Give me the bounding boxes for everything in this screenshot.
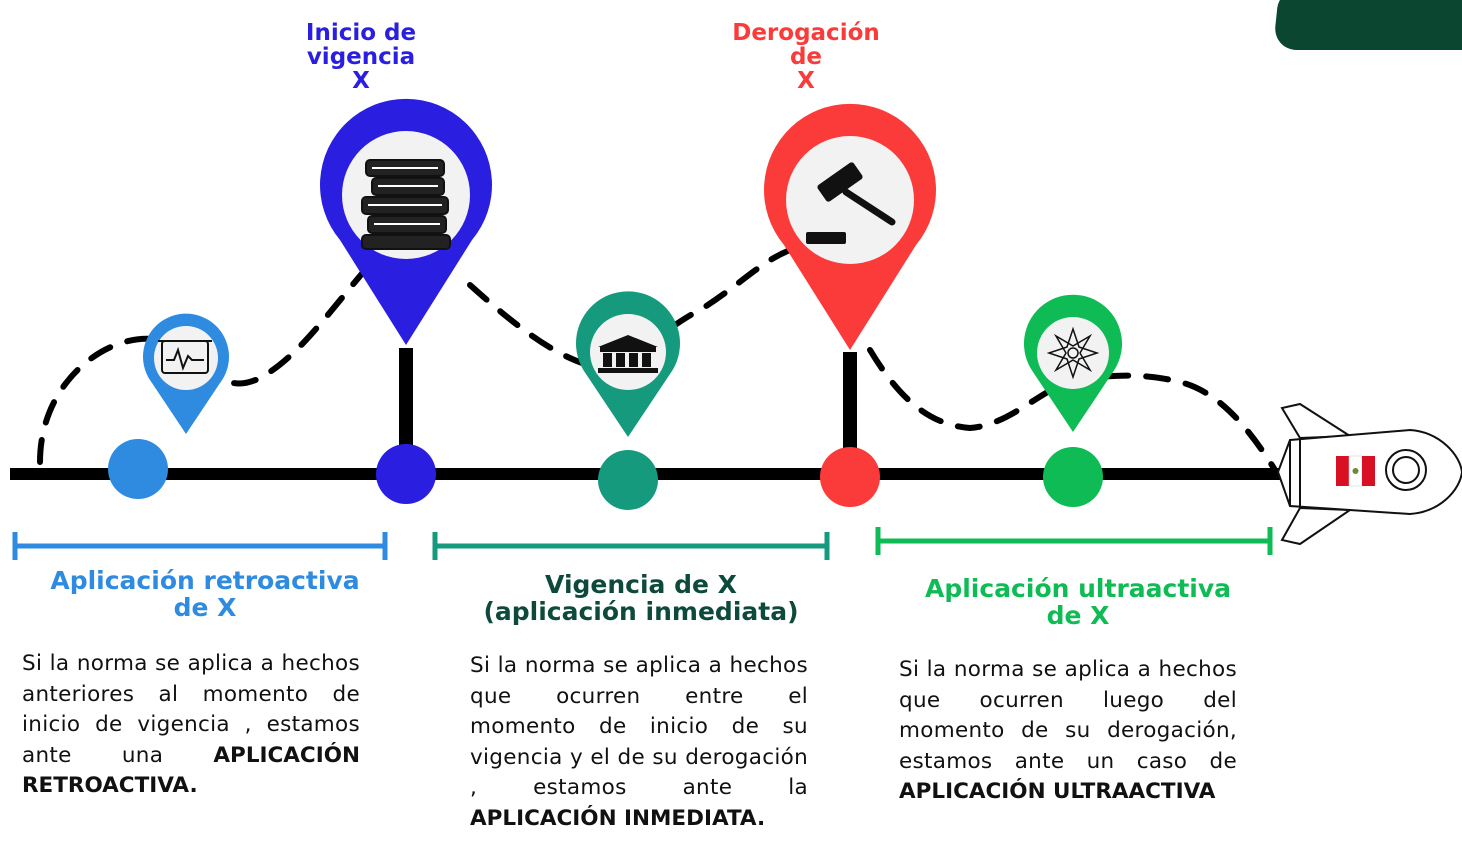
inicio-title-line-1: Inicio de [305,20,417,46]
derogacion-pin [763,103,936,350]
ultraactive-description-bold: APLICACIÓN ULTRAACTIVA [899,779,1216,804]
compass-rose-icon [1046,326,1100,380]
ultraactive-description-text: Si la norma se aplica a hechos que ocurr… [899,657,1237,774]
vigencia-description: Si la norma se aplica a hechos que ocurr… [470,651,808,834]
dot-ultraactive [1043,447,1103,507]
ultraactive-pin [1024,294,1122,432]
books-icon [361,159,451,250]
retroactive-title-line-2: de X [173,593,237,622]
ultraactive-title-line-2: de X [1046,601,1110,630]
vigencia-title-line-1: Vigencia de X [545,570,737,599]
gavel-icon [806,162,896,244]
peru-flag-icon [1336,455,1375,487]
rocket-icon [1276,402,1462,546]
ultraactive-title-line-1: Aplicación ultraactiva [924,574,1232,603]
retroactive-description-text: Si la norma se aplica a hechos anteriore… [22,651,360,768]
vigencia-section-title: Vigencia de X (aplicación inmediata) [440,571,842,625]
retroactive-description-bold: APLICACIÓN RETROACTIVA. [22,742,360,799]
inicio-pin [320,98,493,345]
vigencia-title-line-2: (aplicación inmediata) [483,597,799,626]
retroactive-pin [143,313,229,434]
courthouse-icon [598,335,658,373]
derogacion-title-line-1: Derogación [732,20,880,46]
dot-vigencia [598,450,658,510]
derogacion-title-line-2: de [789,44,823,70]
dot-derogacion [820,447,880,507]
vigencia-description-bold: APLICACIÓN INMEDIATA. [470,805,766,831]
dot-inicio [376,444,436,504]
dot-retroactive [108,439,168,499]
retroactive-section-title: Aplicación retroactiva de X [10,567,400,621]
derogacion-title: Derogación de X [716,21,896,93]
retroactive-title-line-1: Aplicación retroactiva [50,566,360,595]
inicio-title: Inicio de vigencia X [281,21,441,93]
ultraactive-section-title: Aplicación ultraactiva de X [878,575,1278,629]
vigencia-description-text: Si la norma se aplica a hechos que ocurr… [470,653,808,800]
ultraactive-description: Si la norma se aplica a hechos que ocurr… [899,655,1237,808]
inicio-title-line-2: vigencia [306,44,416,70]
inicio-title-line-3: X [352,68,370,94]
vigencia-pin [576,291,680,437]
derogacion-title-line-3: X [797,68,815,94]
monitor-chart-icon [158,340,212,374]
bracket-retroactive [12,532,388,560]
bracket-vigencia [432,532,830,560]
bracket-ultraactive [875,527,1273,555]
retroactive-description: Si la norma se aplica a hechos anteriore… [22,649,360,802]
